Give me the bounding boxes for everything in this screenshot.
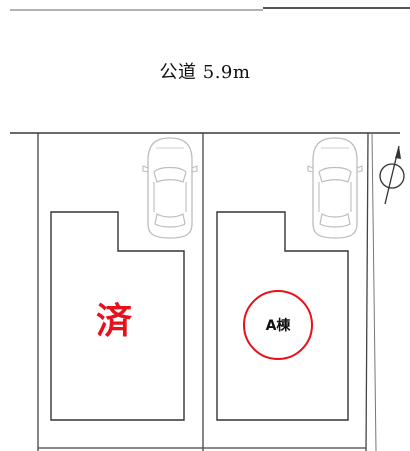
lot-a-label: A棟 — [265, 318, 291, 334]
building-footprint-right — [216, 211, 349, 421]
sold-mark: 済 — [96, 301, 133, 342]
lot-boundaries — [37, 132, 377, 451]
building-footprint-left — [50, 211, 185, 421]
car-icon — [307, 137, 363, 239]
north-arrow-icon — [379, 145, 405, 205]
lot-a-badge: A棟 — [243, 290, 313, 360]
road-label: 公道 5.9m — [159, 62, 251, 83]
car-icon — [142, 137, 198, 239]
